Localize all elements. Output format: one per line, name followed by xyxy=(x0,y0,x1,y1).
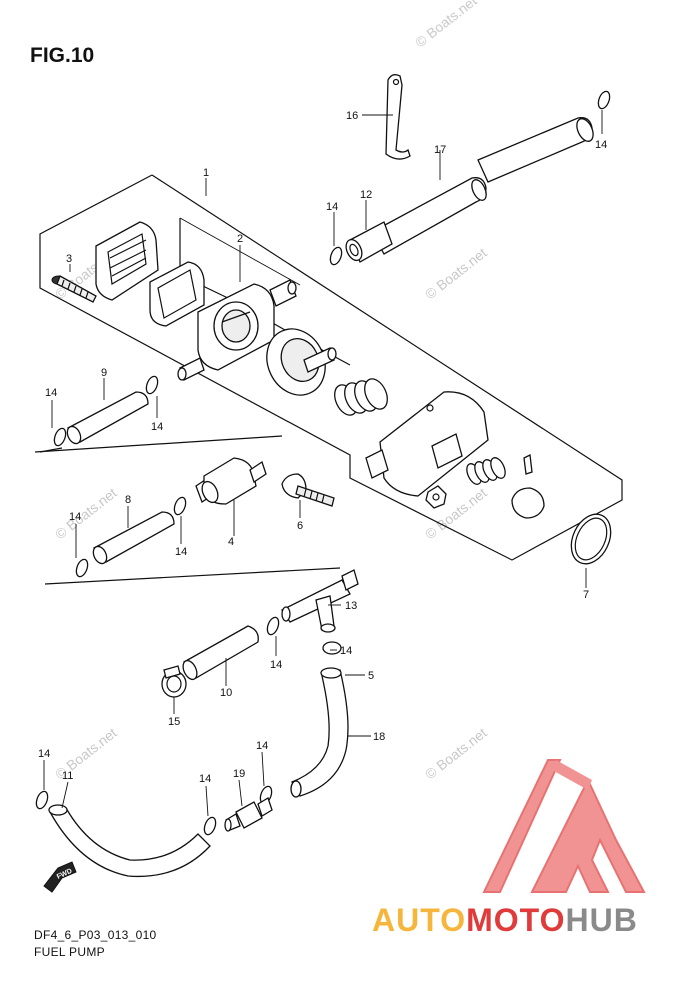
watermark: © Boats.net xyxy=(422,245,490,303)
caption-name: FUEL PUMP xyxy=(34,945,105,959)
brand-logo-icon xyxy=(482,759,646,893)
part-17-hose xyxy=(371,117,594,255)
fwd-arrow-icon: FWD xyxy=(43,861,77,893)
assembly-outline xyxy=(39,174,623,561)
part-15-clamp xyxy=(161,665,187,698)
callout-17: 17 xyxy=(434,144,446,156)
part-13-tee-joint xyxy=(281,569,359,633)
part-12-hose xyxy=(345,221,393,263)
callout-14: 14 xyxy=(270,659,282,671)
callout-14: 14 xyxy=(326,201,338,213)
leader-lines xyxy=(43,110,603,817)
brand-wordmark: AUTOMOTOHUB xyxy=(372,902,638,939)
part-10-hose xyxy=(182,625,259,681)
pump-cover-plate xyxy=(95,221,159,301)
part-2-pump-body xyxy=(177,279,297,381)
callout-14: 14 xyxy=(45,387,57,399)
watermark: © Boats.net xyxy=(422,725,490,783)
caption-code: DF4_6_P03_013_010 xyxy=(34,928,157,942)
callout-18: 18 xyxy=(373,731,385,743)
pump-spring xyxy=(334,378,388,416)
watermark: © Boats.net xyxy=(52,485,120,543)
pump-small-parts xyxy=(425,454,545,519)
callout-14: 14 xyxy=(256,740,268,752)
callout-9: 9 xyxy=(101,367,107,379)
part-6-bolt xyxy=(281,473,335,507)
part-7-o-ring xyxy=(570,513,612,565)
part-18-hose xyxy=(290,667,349,798)
callout-7: 7 xyxy=(583,589,589,601)
callout-15: 15 xyxy=(168,716,180,728)
callout-12: 12 xyxy=(360,189,372,201)
callout-6: 6 xyxy=(297,520,303,532)
callout-19: 19 xyxy=(233,768,245,780)
watermark: © Boats.net xyxy=(412,0,480,50)
part-3-screw xyxy=(51,275,97,303)
part-4-fuel-filter xyxy=(195,457,267,505)
callout-5: 5 xyxy=(368,670,374,682)
callout-13: 13 xyxy=(345,600,357,612)
brand-part-moto: MOTO xyxy=(466,902,566,938)
separator-line xyxy=(39,447,63,453)
callout-1: 1 xyxy=(203,167,209,179)
callout-11: 11 xyxy=(62,770,73,782)
callout-16: 16 xyxy=(346,110,358,122)
pump-gasket xyxy=(149,261,205,327)
callout-4: 4 xyxy=(228,536,234,548)
callout-14: 14 xyxy=(175,546,187,558)
part-9-hose xyxy=(66,391,149,445)
part-11-hose xyxy=(48,804,211,878)
clip-14-icon xyxy=(35,90,611,836)
callout-labels: 1 2 3 4 5 6 7 8 9 10 11 12 13 14 14 14 1… xyxy=(38,110,607,785)
callout-14: 14 xyxy=(38,748,50,760)
part-19-fitting xyxy=(224,797,273,832)
pump-housing xyxy=(365,391,489,497)
brand-part-hub: HUB xyxy=(565,902,638,938)
callout-14: 14 xyxy=(151,421,163,433)
pump-diaphragm xyxy=(266,328,337,396)
callout-10: 10 xyxy=(220,687,232,699)
brand-part-auto: AUTO xyxy=(372,902,467,938)
callout-14: 14 xyxy=(199,773,211,785)
callout-8: 8 xyxy=(125,494,131,506)
separator-line xyxy=(44,567,341,585)
figure-title: FIG.10 xyxy=(30,44,95,67)
separator-line xyxy=(34,435,283,453)
callout-14: 14 xyxy=(69,511,81,523)
part-8-hose xyxy=(92,511,175,565)
callout-2: 2 xyxy=(237,233,243,245)
part-16-clip xyxy=(385,74,411,160)
callout-3: 3 xyxy=(66,253,72,265)
callout-14: 14 xyxy=(595,139,607,151)
callout-14: 14 xyxy=(340,645,352,657)
